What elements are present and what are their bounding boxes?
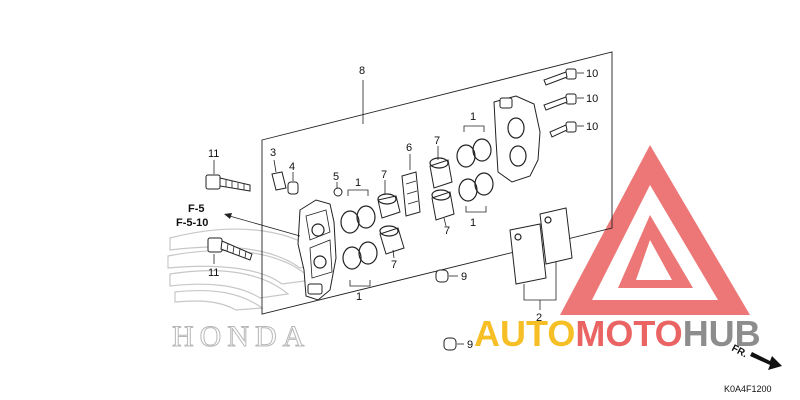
callout-1-upper-left: 1 xyxy=(355,177,361,189)
pistons-right xyxy=(429,157,455,221)
caliper-body-right xyxy=(493,95,541,183)
callout-10-bottom: 10 xyxy=(586,121,598,133)
bolt-upper-left xyxy=(205,174,251,192)
callout-7-lower-right: 7 xyxy=(444,225,450,237)
pad-bolts xyxy=(543,68,577,138)
seal-rings-right xyxy=(456,138,494,202)
reference-label-f5-10: F-5-10 xyxy=(176,217,208,229)
shop-word-moto: MOTO xyxy=(575,313,682,354)
shop-triangle-logo xyxy=(560,145,750,315)
pin-plug-upper xyxy=(435,269,449,283)
callout-2: 2 xyxy=(536,312,542,324)
callout-10-middle: 10 xyxy=(586,93,598,105)
callout-3: 3 xyxy=(270,147,276,159)
shop-wordmark-watermark: AUTOMOTOHUB xyxy=(474,313,761,354)
plug xyxy=(333,187,343,197)
callout-5: 5 xyxy=(333,171,339,183)
callout-7-lower-left: 7 xyxy=(391,259,397,271)
pistons-left xyxy=(377,193,405,255)
callout-1-lower-right: 1 xyxy=(470,217,476,229)
callout-1-upper-right: 1 xyxy=(470,111,476,123)
diagram-part-code: K0A4F1200 xyxy=(724,384,772,394)
assembly-boundary xyxy=(261,51,613,315)
callout-9-lower: 9 xyxy=(467,339,473,351)
shop-word-auto: AUTO xyxy=(474,313,575,354)
seal-rings-left xyxy=(340,205,378,270)
caliper-body-left xyxy=(297,199,337,301)
bolt-lower-left xyxy=(207,237,253,261)
callout-9-upper: 9 xyxy=(461,271,467,283)
callout-11-upper: 11 xyxy=(208,148,219,160)
callout-11-lower: 11 xyxy=(208,267,219,279)
callout-6: 6 xyxy=(406,142,412,154)
brake-pads xyxy=(509,207,573,285)
honda-wordmark-watermark: HONDA xyxy=(172,320,310,353)
callout-4: 4 xyxy=(289,161,295,173)
svg-text:AUTOMOTOHUB: AUTOMOTOHUB xyxy=(474,313,761,354)
pad-spring xyxy=(401,171,421,217)
bleeder-cap xyxy=(287,181,299,195)
shop-word-hub: HUB xyxy=(683,313,761,354)
pin-plug-lower xyxy=(443,337,457,351)
callout-10-top: 10 xyxy=(586,68,598,80)
callout-8: 8 xyxy=(359,65,365,77)
callout-7-upper-right: 7 xyxy=(434,135,440,147)
callout-7-upper-left: 7 xyxy=(381,169,387,181)
bleeder-valve xyxy=(271,171,287,191)
reference-label-f5: F-5 xyxy=(188,203,205,215)
callout-1-lower-left: 1 xyxy=(356,291,362,303)
